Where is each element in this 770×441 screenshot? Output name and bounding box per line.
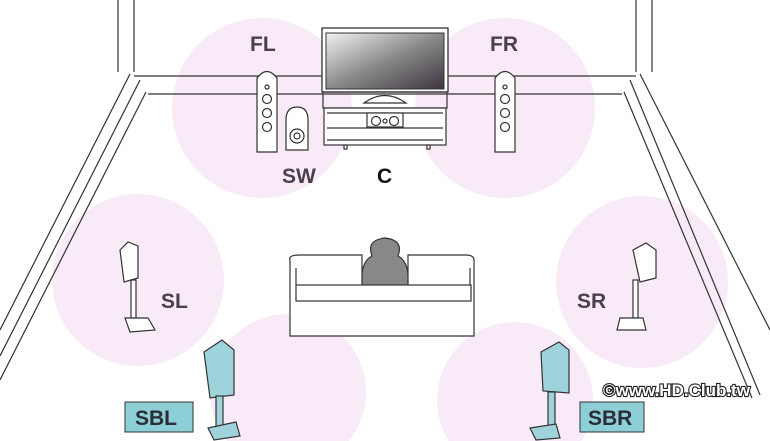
label-c: C (377, 165, 392, 188)
speaker-sr (616, 242, 657, 331)
speaker-sbl (203, 339, 241, 441)
listener (361, 237, 409, 287)
sbl-label-box (124, 401, 194, 433)
watermark: ©www.HD.Club.tw (603, 381, 751, 400)
label-fl: FL (250, 33, 276, 56)
label-sr: SR (577, 290, 606, 313)
speaker-sbr (529, 341, 570, 441)
room-walls (0, 0, 770, 399)
label-sl: SL (161, 290, 188, 313)
couch (289, 254, 475, 337)
label-sw: SW (282, 165, 316, 188)
sbr-label-box (579, 401, 645, 433)
label-sbr: SBR (588, 407, 632, 430)
tv (321, 27, 449, 104)
zone-sl (52, 194, 224, 366)
speaker-sl (119, 241, 156, 333)
speaker-fl (256, 70, 278, 153)
zone-sbl (210, 314, 366, 441)
subwoofer (285, 106, 309, 151)
tv-cabinet (322, 91, 448, 150)
label-sbl: SBL (135, 407, 177, 430)
label-fr: FR (490, 33, 518, 56)
speaker-fr (494, 70, 516, 153)
